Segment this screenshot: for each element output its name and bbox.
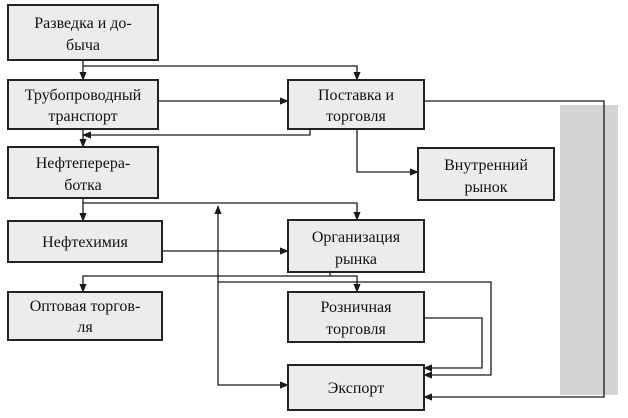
edge-supply-export: [423, 100, 605, 401]
edge-retail-export: [423, 317, 483, 372]
node-market-org: Организация рынка: [287, 219, 425, 273]
node-retail-line2: торговля: [326, 321, 386, 338]
node-supply-line1: Поставка и: [318, 87, 395, 104]
node-export-line1: Экспорт: [328, 380, 384, 397]
node-pipeline-line2: транспорт: [48, 108, 117, 125]
node-market-org-line2: рынка: [335, 251, 377, 268]
node-exploration-line2: быча: [66, 37, 100, 54]
node-pipeline-line1: Трубопроводный: [25, 87, 142, 104]
edge-supply-domestic: [356, 129, 419, 176]
node-retail-line1: Розничная: [320, 299, 392, 316]
node-refining: Нефтеперера- ботка: [7, 146, 159, 199]
node-export: Экспорт: [287, 364, 425, 411]
node-exploration: Разведка и до- быча: [7, 4, 159, 61]
shading-band: [560, 105, 618, 395]
node-refining-line2: ботка: [64, 177, 102, 194]
edge-market-wholesale: [79, 272, 331, 293]
node-market-org-line1: Организация: [312, 229, 401, 246]
node-petrochem-line1: Нефтехимия: [42, 234, 128, 251]
node-domestic-line2: рынок: [464, 179, 507, 196]
node-retail: Розничная торговля: [287, 291, 425, 343]
node-domestic: Внутренний рынок: [417, 147, 555, 201]
node-wholesale-line2: ля: [77, 319, 93, 336]
edge-exploration-supply: [83, 65, 361, 81]
node-domestic-line1: Внутренний: [444, 157, 528, 174]
node-supply: Поставка и торговля: [287, 79, 425, 130]
edge-petrochem-export: [217, 251, 289, 389]
node-petrochem: Нефтехимия: [7, 220, 163, 263]
node-supply-line2: торговля: [326, 108, 386, 125]
edge-market-export: [218, 281, 492, 379]
edge-refining-market: [83, 202, 361, 221]
node-wholesale-line1: Оптовая торгов-: [30, 298, 141, 315]
node-refining-line1: Нефтеперера-: [36, 155, 131, 172]
node-wholesale: Оптовая торгов- ля: [7, 291, 163, 341]
node-pipeline: Трубопроводный транспорт: [7, 79, 159, 130]
edge-market-retail: [330, 275, 361, 293]
node-exploration-line1: Разведка и до-: [34, 15, 131, 32]
